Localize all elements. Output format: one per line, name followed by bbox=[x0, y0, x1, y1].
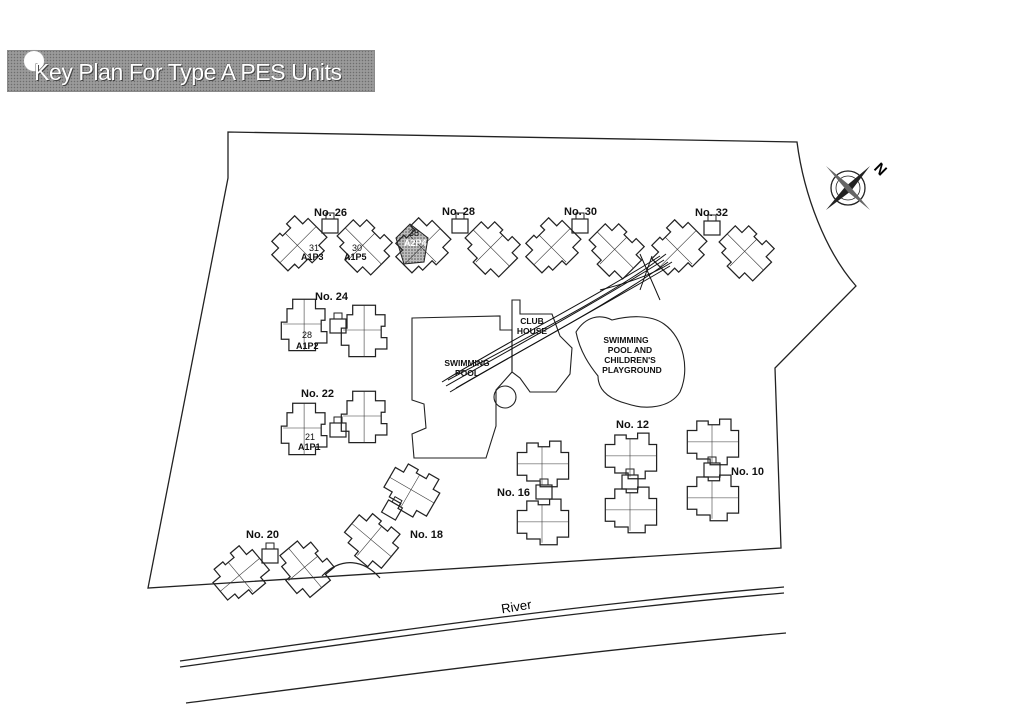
playground-label: CHILDREN'S bbox=[604, 355, 656, 365]
clubhouse-outline bbox=[511, 299, 573, 393]
unit-number: 30 bbox=[352, 243, 362, 253]
label-no12: No. 12 bbox=[616, 419, 649, 431]
unit-code: A1P5 bbox=[344, 252, 367, 262]
label-no32: No. 32 bbox=[695, 207, 728, 219]
label-no24: No. 24 bbox=[315, 291, 349, 303]
block-no32 bbox=[643, 213, 781, 287]
pool-label: POOL bbox=[455, 368, 479, 378]
unit-number: 28 bbox=[302, 330, 312, 340]
block-no20 bbox=[205, 533, 340, 610]
swimming-pool-outline bbox=[411, 315, 513, 459]
unit-code: A1P3 bbox=[301, 252, 324, 262]
label-no22: No. 22 bbox=[301, 388, 334, 400]
block-no12 bbox=[604, 432, 658, 534]
north-letter: N bbox=[870, 160, 890, 180]
unit-code: A2P4 bbox=[404, 238, 427, 248]
unit-code: A1P2 bbox=[296, 341, 319, 351]
childrens-playground-outline bbox=[575, 316, 686, 408]
title-banner bbox=[7, 50, 375, 92]
river-bank-upper bbox=[179, 586, 785, 662]
river-label: River bbox=[500, 597, 533, 617]
block-no30 bbox=[517, 211, 651, 285]
unit-highlight-a2p4 bbox=[395, 223, 429, 265]
bullet-dot-icon bbox=[24, 51, 44, 71]
label-no18: No. 18 bbox=[410, 529, 443, 541]
unit-number: 21 bbox=[305, 432, 315, 442]
label-no16: No. 16 bbox=[497, 487, 530, 499]
pool-feature-circle bbox=[493, 385, 517, 409]
site-boundary bbox=[147, 131, 857, 589]
river-bank-lower bbox=[185, 632, 787, 704]
playground-label: SWIMMING bbox=[603, 335, 649, 345]
river-bank-upper-inner bbox=[179, 592, 785, 668]
north-arrow-icon bbox=[826, 166, 870, 210]
pen-scribble bbox=[441, 253, 673, 393]
playground-label: PLAYGROUND bbox=[602, 365, 662, 375]
block-no18 bbox=[321, 456, 447, 579]
label-no20: No. 20 bbox=[246, 529, 279, 541]
unit-code: A1P1 bbox=[298, 442, 321, 452]
label-no10: No. 10 bbox=[731, 466, 764, 478]
page-title: Key Plan For Type A PES Units bbox=[34, 59, 342, 85]
label-no26: No. 26 bbox=[314, 207, 347, 219]
clubhouse-label: CLUB bbox=[520, 316, 544, 326]
label-no28: No. 28 bbox=[442, 206, 475, 218]
block-no28 bbox=[387, 211, 527, 283]
clubhouse-label: HOUSE bbox=[517, 326, 548, 336]
pool-label: SWIMMING bbox=[444, 358, 490, 368]
block-no26 bbox=[263, 209, 399, 281]
label-no30: No. 30 bbox=[564, 206, 597, 218]
unit-number: 38 bbox=[409, 228, 419, 238]
playground-label: POOL AND bbox=[608, 345, 652, 355]
unit-number: 31 bbox=[309, 243, 319, 253]
